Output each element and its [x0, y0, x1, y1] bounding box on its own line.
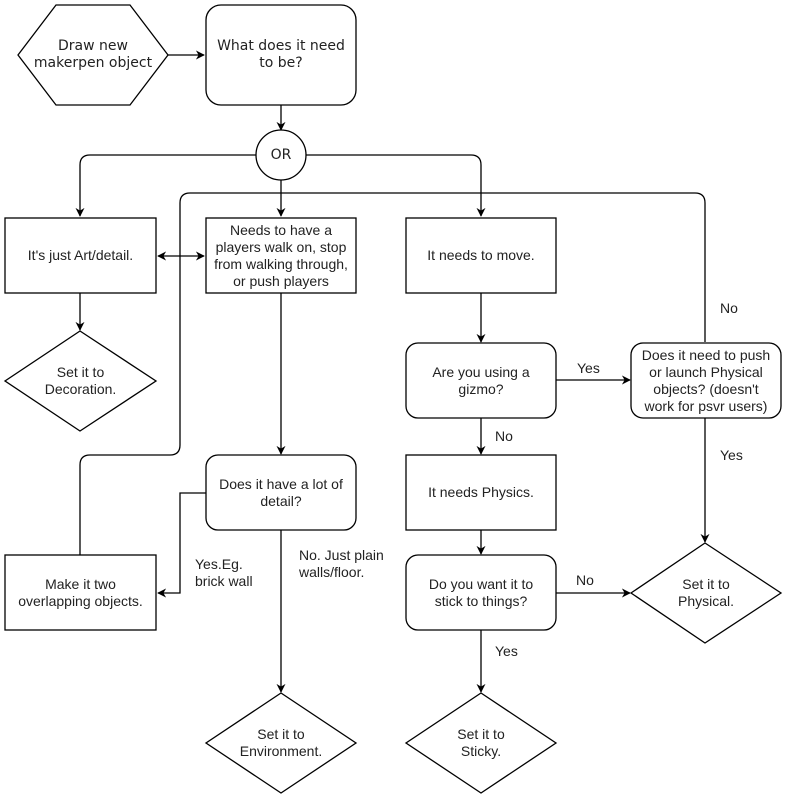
node-art-box[interactable]: [4, 217, 157, 294]
node-two-box[interactable]: [4, 554, 157, 631]
edge-label-push-physical: Yes: [720, 447, 743, 463]
edge-label-stick-physical: No: [576, 572, 594, 588]
node-detail-box[interactable]: [205, 454, 357, 531]
node-push-box[interactable]: [630, 342, 782, 419]
edge-label-push-two: No: [720, 300, 738, 316]
edge-label-stick-sticky: Yes: [495, 643, 518, 659]
edge-push-two: [79, 192, 706, 555]
edge-label-gizmo-push: Yes: [577, 360, 600, 376]
node-environment-diamond[interactable]: [204, 692, 358, 794]
node-or-circle[interactable]: [255, 129, 307, 181]
node-stick-box[interactable]: [405, 554, 557, 631]
edge-or-art: [75, 154, 256, 217]
edge-label-detail-two: Yes.Eg. brick wall: [195, 556, 253, 589]
edge-label-gizmo-physics: No: [495, 428, 513, 444]
node-what-box[interactable]: [205, 4, 357, 106]
edge-detail-two: [157, 492, 206, 598]
edge-label-detail-environment: No. Just plain walls/floor.: [299, 547, 384, 580]
node-move-box[interactable]: [405, 217, 557, 294]
edge-or-move: [306, 154, 486, 217]
node-gizmo-box[interactable]: [405, 342, 557, 419]
node-start-hexagon[interactable]: [17, 4, 169, 106]
node-decoration-diamond[interactable]: [3, 330, 158, 432]
node-needs-box[interactable]: [205, 217, 357, 294]
node-physical-diamond[interactable]: [629, 542, 783, 644]
node-sticky-diamond[interactable]: [404, 692, 558, 794]
node-physics-box[interactable]: [405, 454, 557, 531]
